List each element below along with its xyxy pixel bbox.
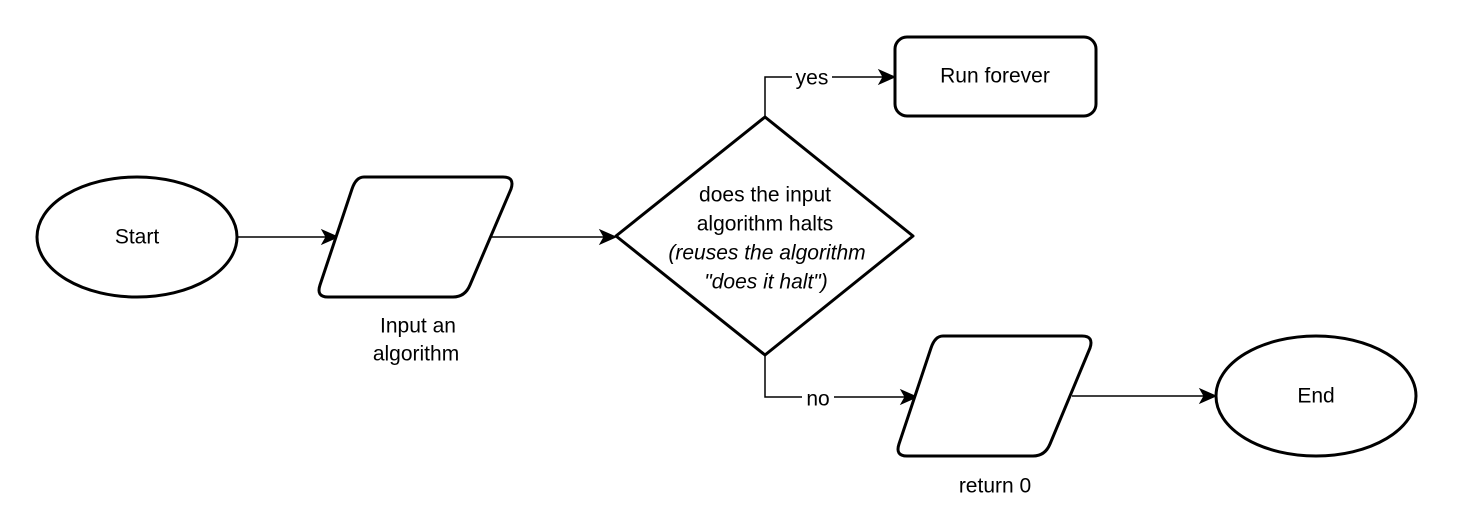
return-zero-node [896,334,1093,458]
input-caption-line2: algorithm [373,343,459,366]
end-label: End [1297,385,1334,408]
arrowhead [899,388,919,406]
start-node: Start [35,175,239,299]
edge-start-to-input [237,228,340,246]
return-zero-caption: return 0 [959,475,1031,498]
decision-line4: "does it halt") [704,271,827,294]
decision-line3: (reuses the algorithm [668,242,865,265]
edge-no: no [764,355,919,411]
run-forever-label: Run forever [940,65,1050,88]
decision-line1: does the input [699,184,831,207]
arrowhead [877,68,897,86]
run-forever-node: Run forever [893,35,1098,118]
input-caption-line1: Input an [380,315,456,338]
yes-label: yes [796,67,829,90]
start-label: Start [115,226,160,249]
edge-yes: yes [764,66,897,117]
no-label: no [806,388,829,411]
edge-input-to-decision [490,228,618,246]
arrowhead [1198,387,1218,405]
decision-line2: algorithm halts [697,213,834,236]
edge-return-to-end [1072,387,1218,405]
input-node [317,175,514,299]
arrowhead [320,228,340,246]
arrowhead [598,228,618,246]
decision-node: does the input algorithm halts (reuses t… [614,115,915,357]
end-node: End [1214,334,1418,458]
